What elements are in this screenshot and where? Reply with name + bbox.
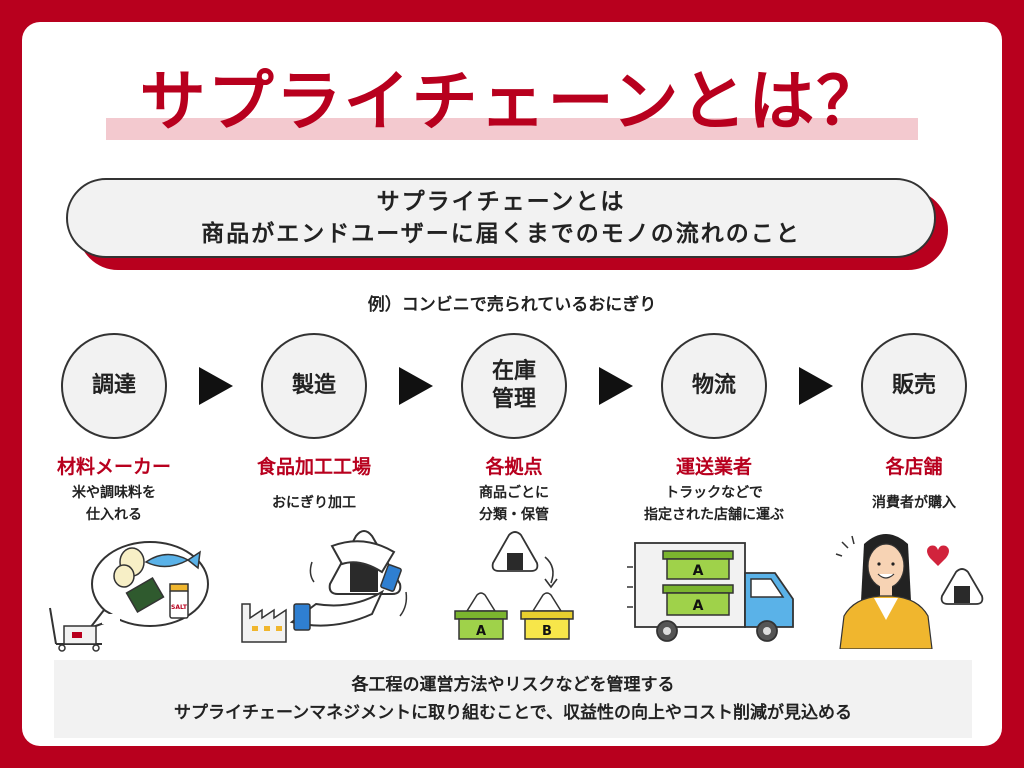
step-circle-inventory: 在庫 管理 (461, 333, 567, 439)
step-circle-label: 在庫 管理 (479, 358, 549, 414)
hand-cart-icon (49, 607, 102, 652)
step-circle-label: 物流 (691, 373, 736, 398)
bin-b-label: B (542, 624, 552, 639)
hands-icon (289, 540, 402, 631)
step-circle-sales: 販売 (861, 333, 967, 439)
step-desc-line-1: 消費者が購入 (872, 495, 956, 511)
title-highlight (106, 118, 918, 140)
bin-a-label: A (476, 624, 486, 639)
step-title-logistics: 運送業者 (675, 456, 752, 478)
onigiri-icon (940, 568, 984, 605)
step-title-inventory: 各拠点 (485, 456, 543, 478)
bin-a-icon: A (662, 550, 734, 580)
step-title-procurement: 材料メーカー (56, 456, 171, 478)
step-circle-label-line-2: 管理 (491, 387, 536, 412)
step-desc-line-1: 米や調味料を (72, 485, 156, 501)
step-desc-logistics: トラックなどで 指定された店舗に運ぶ (619, 482, 809, 526)
step-desc-sales: 消費者が購入 (819, 492, 1002, 514)
salt-label: SALT (171, 604, 188, 611)
truck-bin-label: A (693, 598, 704, 614)
step-circle-label-line-1: 在庫 (491, 359, 536, 384)
step-desc-line-1: 商品ごとに (479, 485, 549, 501)
flow-arrow-icon (399, 367, 433, 405)
factory-icon (241, 603, 287, 643)
page-title: サプライチェーンとは？ (139, 63, 885, 140)
step-circle-label: 製造 (291, 373, 336, 398)
step-title-manufacturing: 食品加工工場 (256, 456, 371, 478)
step-circle-procurement: 調達 (61, 333, 167, 439)
seaweed-pack-icon (125, 576, 165, 614)
footer-line-1: 各工程の運営方法やリスクなどを管理する (351, 675, 675, 695)
step-title-sales: 各店舗 (885, 456, 943, 478)
example-caption: 例）コンビニで売られているおにぎり (367, 295, 657, 315)
step-desc-line-2: 分類・保管 (479, 507, 549, 523)
truck-bin-label: A (693, 563, 704, 579)
curved-arrow-icon (544, 556, 554, 584)
footer-summary: 各工程の運営方法やリスクなどを管理する サプライチェーンマネジメントに取り組むこ… (54, 660, 972, 738)
bin-a-icon: A (662, 584, 734, 616)
footer-line-2: サプライチェーンマネジメントに取り組むことで、収益性の向上やコスト削減が見込める (174, 703, 852, 723)
fish-icon (144, 550, 201, 570)
step-desc-line-2: 仕入れる (86, 507, 142, 523)
customer-illustration (835, 534, 984, 649)
onigiri-icon (465, 592, 563, 612)
onigiri-icon (491, 531, 539, 572)
bin-a-icon: A (454, 610, 508, 640)
step-desc-procurement: 米や調味料を 仕入れる (22, 482, 209, 526)
step-circle-logistics: 物流 (661, 333, 767, 439)
procurement-illustration: SALT (49, 541, 209, 652)
inventory-illustration: A B (454, 531, 574, 640)
step-desc-line-1: おにぎり加工 (272, 495, 356, 511)
salt-shaker-icon: SALT (169, 583, 189, 619)
manufacturing-illustration (241, 530, 408, 643)
woman-icon (839, 534, 933, 649)
sparkle-icon (835, 535, 855, 557)
truck-illustration: A A (627, 542, 794, 642)
definition-box: サプライチェーンとは 商品がエンドユーザーに届くまでのモノの流れのこと (66, 178, 936, 258)
step-desc-line-2: 指定された店舗に運ぶ (644, 507, 784, 523)
bin-b-icon: B (520, 610, 574, 640)
main-panel: サプライチェーンとは？ サプライチェーンとは 商品がエンドユーザーに届くまでのモ… (22, 22, 1002, 746)
step-desc-inventory: 商品ごとに 分類・保管 (419, 482, 609, 526)
rice-icon (113, 547, 145, 588)
step-circle-label: 調達 (91, 373, 136, 398)
step-desc-manufacturing: おにぎり加工 (219, 492, 409, 514)
flow-arrow-icon (599, 367, 633, 405)
title-area: サプライチェーンとは？ (22, 62, 1002, 152)
step-circle-manufacturing: 製造 (261, 333, 367, 439)
heart-icon (927, 545, 949, 566)
flow-arrow-icon (799, 367, 833, 405)
definition-line-2: 商品がエンドユーザーに届くまでのモノの流れのこと (201, 221, 801, 247)
definition-line-1: サプライチェーンとは (376, 189, 626, 215)
step-circle-label: 販売 (891, 373, 936, 398)
flow-arrow-icon (199, 367, 233, 405)
step-desc-line-1: トラックなどで (665, 485, 763, 501)
